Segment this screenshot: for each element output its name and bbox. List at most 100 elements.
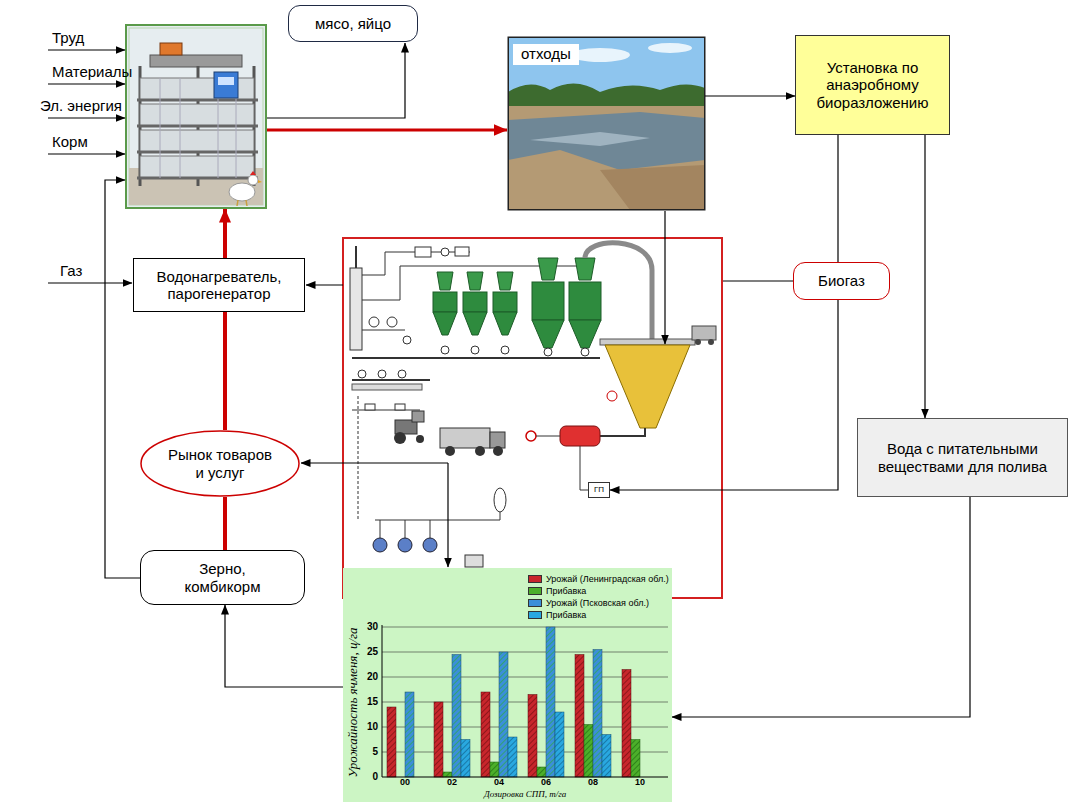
process-scheme <box>437 272 453 290</box>
process-scheme <box>405 520 406 538</box>
poultry-cage-photo <box>150 55 242 67</box>
flow-arrows <box>48 43 793 578</box>
process-scheme <box>538 258 558 280</box>
connector <box>705 95 795 96</box>
node-text: Водонагреватель, парогенератор <box>139 268 299 303</box>
flow-arrows <box>664 211 665 344</box>
poultry-cage-photo <box>137 99 258 102</box>
poultry-cage-photo <box>218 77 234 85</box>
flow-arrows <box>105 180 140 578</box>
process-scheme <box>471 346 479 354</box>
waste-lagoon-photo <box>508 112 705 170</box>
process-scheme <box>441 346 449 354</box>
yield-bar-chart <box>508 737 517 777</box>
yield-bar-chart <box>584 725 593 778</box>
flow-arrows <box>48 49 125 50</box>
node-text: Рынок товаров и услуг <box>165 446 275 481</box>
process-scheme <box>494 488 506 512</box>
process-scheme <box>575 258 595 280</box>
flow-arrows <box>301 462 448 463</box>
process-scheme <box>580 446 588 490</box>
axis-tick-label: 04 <box>487 778 511 788</box>
node-text: отходы <box>513 44 579 65</box>
flow-arrows <box>267 43 405 118</box>
process-scheme <box>412 411 424 422</box>
yield-bar-chart <box>382 652 668 653</box>
waste-lagoon-photo <box>508 37 705 210</box>
node-text: Дозировка СПП, т/га <box>484 789 566 799</box>
process-scheme <box>569 320 601 348</box>
poultry-cage-photo <box>126 25 266 208</box>
yield-bar-chart <box>443 772 452 777</box>
product-box: мясо, яйцо <box>288 5 418 42</box>
process-scheme <box>398 370 406 378</box>
connector <box>924 135 925 418</box>
process-scheme <box>423 538 437 552</box>
process-scheme <box>560 426 600 446</box>
yield-bar-chart <box>622 670 631 778</box>
biogas-box: Биогаз <box>793 262 890 300</box>
process-scheme <box>440 428 490 448</box>
axis-tick-label: 10 <box>356 721 378 732</box>
poultry-cage-photo <box>214 72 238 98</box>
axis-tick-label: 0 <box>356 771 378 782</box>
legend-text: Урожай (Ленинградская обл.) <box>546 573 669 585</box>
process-scheme <box>501 346 509 354</box>
poultry-cage-photo <box>250 171 256 175</box>
legend-row: Прибавка <box>528 609 586 621</box>
node-text: Установка по анаэробному биоразложению <box>803 59 943 111</box>
process-scheme <box>600 428 645 436</box>
axis-tick-label: 15 <box>356 696 378 707</box>
process-scheme <box>581 348 589 356</box>
process-scheme <box>378 370 386 378</box>
node-text: Вода с питательными веществами для полив… <box>873 440 1053 475</box>
poultry-cage-photo <box>258 180 262 183</box>
process-scheme <box>600 339 695 345</box>
poultry-cage-photo <box>246 200 247 206</box>
process-scheme <box>497 272 513 290</box>
waste-lagoon-photo <box>648 43 692 53</box>
waste-lagoon-photo <box>508 106 705 210</box>
input-label: Газ <box>60 263 82 280</box>
axis-tick-label: 08 <box>581 778 605 788</box>
yield-bar-chart <box>499 652 508 777</box>
process-scheme <box>467 272 483 290</box>
process-scheme <box>526 431 536 441</box>
process-scheme <box>465 555 483 567</box>
legend-row: Прибавка <box>528 585 586 597</box>
legend-swatch <box>528 599 542 607</box>
process-scheme <box>463 312 487 335</box>
node-text: ГП <box>594 485 604 494</box>
connector <box>223 312 227 430</box>
yield-bar-chart <box>382 625 383 777</box>
process-scheme <box>350 268 362 350</box>
process-scheme <box>387 317 397 327</box>
process-scheme <box>358 396 359 520</box>
input-label: Материалы <box>52 64 132 81</box>
legend-text: Прибавка <box>546 609 586 621</box>
yield-bar-chart <box>575 655 584 778</box>
legend-text: Урожай (Псковская обл.) <box>546 597 649 609</box>
node-text: мясо, яйцо <box>315 15 391 32</box>
yield-bar-chart <box>555 712 564 777</box>
waste-photo-box: отходы <box>508 37 705 210</box>
connector <box>225 605 343 687</box>
gas-unit-box: ГП <box>588 482 610 498</box>
process-scheme <box>440 512 500 520</box>
axis-tick-label: 20 <box>356 671 378 682</box>
process-scheme <box>607 391 617 401</box>
poultry-cage-photo <box>248 175 258 185</box>
legend-row: Урожай (Псковская обл.) <box>528 597 649 609</box>
yield-bar-chart <box>405 692 414 777</box>
yield-bar-chart <box>593 650 602 778</box>
yield-bar-chart <box>528 695 537 778</box>
legend-swatch <box>528 587 542 595</box>
process-scheme <box>692 326 716 340</box>
process-scheme <box>416 435 424 443</box>
waste-lagoon-photo <box>600 165 705 210</box>
yield-bar-chart <box>452 655 461 778</box>
flow-arrows <box>447 463 448 567</box>
process-scheme <box>493 292 517 312</box>
process-scheme <box>532 320 564 348</box>
flow-arrows <box>48 83 125 84</box>
